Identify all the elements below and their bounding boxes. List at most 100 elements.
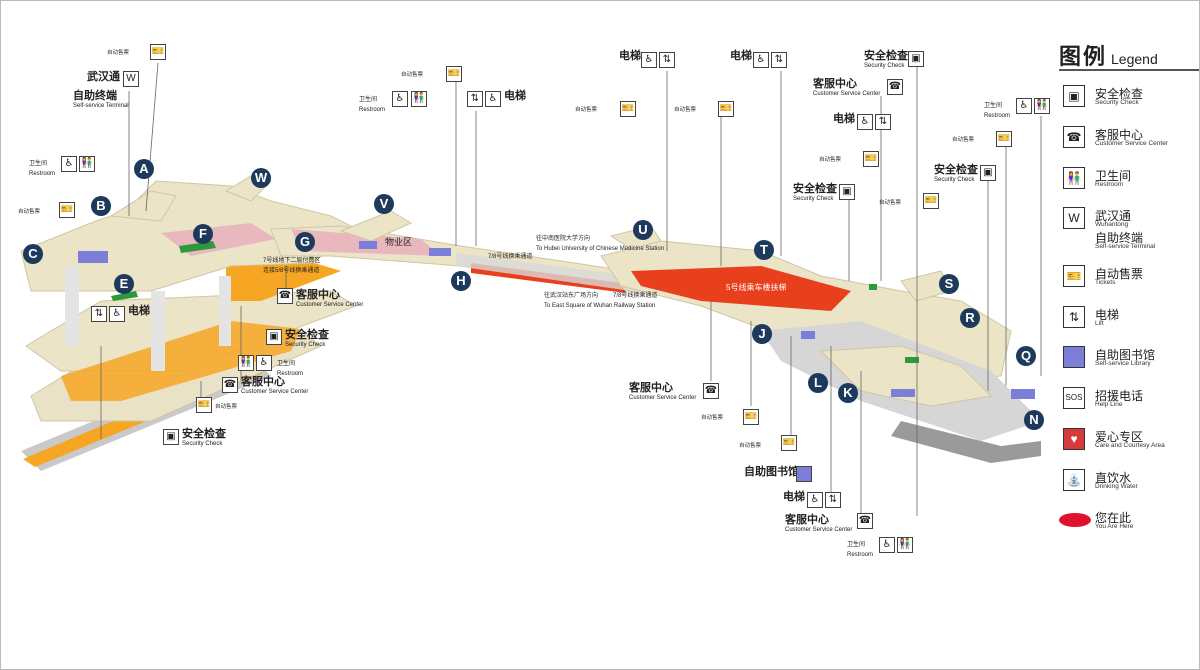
ticket-machine-icon: 🎫 — [781, 435, 797, 451]
pillar — [219, 276, 231, 346]
exit-marker-s[interactable]: S — [939, 274, 959, 294]
exit-marker-c[interactable]: C — [23, 244, 43, 264]
exit-marker-a[interactable]: A — [134, 159, 154, 179]
restroom-icon: 👫 — [411, 91, 427, 107]
accessible-icon: ♿ — [807, 492, 823, 508]
exit-marker-r[interactable]: R — [960, 308, 980, 328]
lift-icon: ⇅ — [825, 492, 841, 508]
line5-escalator-label: 5号线乘车楼扶梯 — [726, 283, 787, 292]
ticket-machine-icon: 🎫 — [620, 101, 636, 117]
help-line-icon: SOS — [1063, 387, 1085, 409]
legend-label: 您在此 — [1095, 511, 1132, 525]
legend-sublabel: Drinking Water — [1095, 483, 1138, 490]
ticket-label-b: 自动售票 — [18, 209, 41, 215]
green-gate-right — [869, 284, 877, 290]
property-label: 物业区 — [385, 237, 413, 247]
exit-marker-k[interactable]: K — [838, 383, 858, 403]
lift-icon: ⇅ — [659, 52, 675, 68]
ticket-machine-icon: 🎫 — [196, 397, 212, 413]
exit-marker-g[interactable]: G — [295, 232, 315, 252]
exit-marker-t[interactable]: T — [754, 240, 774, 260]
legend-sublabel: Customer Service Center — [1095, 140, 1168, 147]
customer-service-icon: ☎ — [277, 288, 293, 304]
accessible-icon: ♿ — [753, 52, 769, 68]
legend-label: 安全检查 — [1095, 87, 1144, 101]
accessible-icon: ♿ — [641, 52, 657, 68]
lift-label-k: 电梯 — [783, 491, 805, 503]
legend-label: 自助图书馆 — [1095, 348, 1156, 362]
restroom-icon: 👫 — [897, 537, 913, 553]
exit-marker-n[interactable]: N — [1024, 410, 1044, 430]
lift-label-u: 电梯 — [619, 50, 641, 62]
self-service-library-icon — [1063, 346, 1085, 368]
legend-label: 爱心专区 — [1095, 430, 1144, 444]
library-k — [891, 389, 915, 397]
line5-red-platform — [631, 266, 851, 311]
security-check-icon: ▣ — [163, 429, 179, 445]
exit-marker-v[interactable]: V — [374, 194, 394, 214]
accessible-icon: ♿ — [109, 306, 125, 322]
you-are-here-marker — [1059, 513, 1091, 527]
ticket-label-v: 自动售票 — [401, 72, 424, 78]
security-check-icon: ▣ — [980, 165, 996, 181]
exit-marker-f[interactable]: F — [193, 224, 213, 244]
library-b — [78, 251, 108, 263]
legend-sublabel: Security Check — [1095, 99, 1139, 106]
line78-transfer-label-2: 7/8号线换乘通道 — [613, 293, 658, 299]
exit-marker-q[interactable]: Q — [1016, 346, 1036, 366]
pillar — [151, 291, 165, 371]
exit-a-passage — [109, 190, 177, 222]
exit-marker-w[interactable]: W — [251, 168, 271, 188]
exit-marker-h[interactable]: H — [451, 271, 471, 291]
legend-label: 客服中心 — [1095, 128, 1144, 142]
exit-marker-u[interactable]: U — [633, 220, 653, 240]
ticket-machine-icon: 🎫 — [150, 44, 166, 60]
green-gate-e — [111, 291, 138, 301]
line78-transfer-label: 7/8号线换乘通道 — [488, 254, 533, 260]
ticket-label-a: 自动售票 — [107, 50, 130, 56]
restroom-icon: 👫 — [1034, 98, 1050, 114]
exit-marker-e[interactable]: E — [114, 274, 134, 294]
ticket-machine-icon: 🎫 — [718, 101, 734, 117]
lift-icon: ⇅ — [771, 52, 787, 68]
security-check-icon: ▣ — [839, 184, 855, 200]
exit-marker-l[interactable]: L — [808, 373, 828, 393]
legend-label: 自动售票 — [1095, 267, 1144, 281]
left-orange-corridor — [226, 259, 341, 301]
accessible-icon: ♿ — [61, 156, 77, 172]
exit-marker-j[interactable]: J — [752, 324, 772, 344]
left-middle-concourse — [25, 290, 358, 372]
care-courtesy-icon: ♥ — [1063, 428, 1085, 450]
pillar — [65, 266, 79, 346]
security-check-icon: ▣ — [266, 329, 282, 345]
drinking-water-icon: ⛲ — [1063, 469, 1085, 491]
exit-marker-b[interactable]: B — [91, 196, 111, 216]
legend-sublabel: You Are Here — [1095, 523, 1134, 530]
wuhantong-terminal-icon: W — [1063, 207, 1085, 229]
accessible-icon: ♿ — [1016, 98, 1032, 114]
customer-service-icon: ☎ — [857, 513, 873, 529]
customer-service-icon: ☎ — [887, 79, 903, 95]
legend-sublabel-2: Self-service Terminal — [1095, 243, 1156, 250]
line8-track — [891, 421, 1041, 463]
restroom-icon: 👫 — [1063, 167, 1085, 189]
legend-label: 招援电话 — [1095, 389, 1144, 403]
library-v — [359, 241, 377, 249]
lift-icon: ⇅ — [1063, 306, 1085, 328]
lift-label-e: 电梯 — [128, 305, 150, 317]
green-gate-k — [905, 357, 919, 363]
